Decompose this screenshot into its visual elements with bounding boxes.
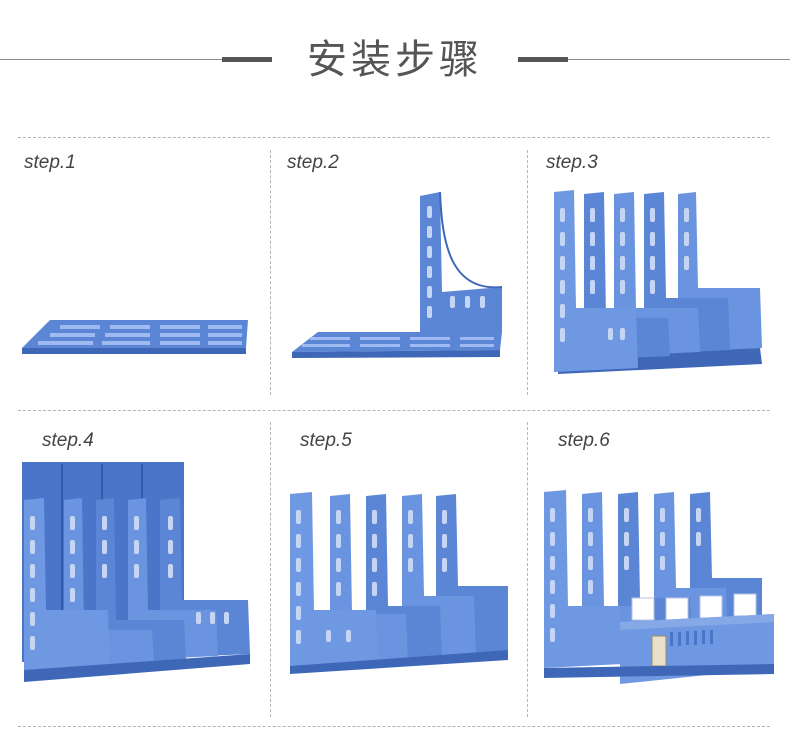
step-2-label: step.2 xyxy=(287,152,339,173)
page-title: 安装步骤 xyxy=(307,37,483,83)
step-4-back-panel-image xyxy=(22,462,250,682)
grid-line-top xyxy=(18,137,770,138)
step-1-base-image xyxy=(22,320,248,354)
title-banner: 安装步骤 xyxy=(0,28,790,98)
step-5-label: step.5 xyxy=(300,430,352,451)
title-accent-right xyxy=(518,57,568,62)
title-divider-left xyxy=(0,59,222,60)
step-4-label: step.4 xyxy=(42,430,94,451)
title-accent-left xyxy=(222,57,272,62)
step-3-dividers-image xyxy=(554,190,762,374)
step-5-assembled-image xyxy=(290,492,508,674)
grid-divider-1 xyxy=(270,150,271,395)
step-6-label: step.6 xyxy=(558,430,610,451)
grid-line-middle xyxy=(18,410,770,411)
grid-divider-3 xyxy=(270,422,271,717)
step-2-divider-image xyxy=(292,192,503,358)
grid-divider-4 xyxy=(527,422,528,717)
grid-divider-2 xyxy=(527,150,528,395)
step-6-tray-image xyxy=(544,490,774,684)
step-3-label: step.3 xyxy=(546,152,598,173)
grid-line-bottom xyxy=(18,726,770,727)
step-1-label: step.1 xyxy=(24,152,76,173)
title-divider-right xyxy=(568,59,790,60)
